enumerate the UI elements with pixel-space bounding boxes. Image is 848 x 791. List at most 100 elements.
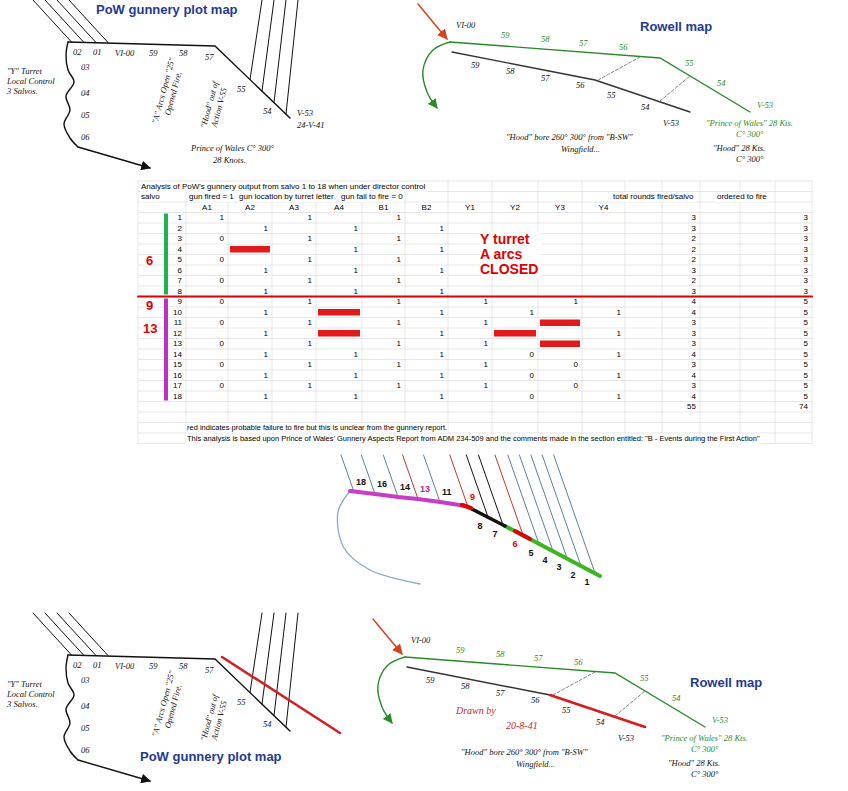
cell-value: 1 — [264, 287, 268, 297]
cell-value: 1 — [354, 266, 358, 276]
grid-line — [138, 254, 812, 255]
grid-line — [812, 181, 813, 444]
salvo-mark: 3 — [555, 562, 562, 572]
track-time: 01 — [92, 660, 103, 670]
cell-value: 1 — [264, 224, 268, 234]
track-time: 58 — [178, 48, 189, 58]
salvo-number: 6 — [178, 266, 182, 276]
map-note: "A" Arcs Open "25" Opened Fire. — [149, 668, 187, 743]
ship-note: "Hood" 28 Kts. — [712, 143, 766, 153]
salvo-mark: 11 — [441, 487, 453, 497]
salvo-mark: 16 — [376, 479, 388, 489]
bearing-arrow — [373, 619, 402, 654]
bearing-line — [274, 0, 286, 103]
cell-value: 1 — [308, 276, 312, 286]
grid-line — [362, 181, 363, 444]
track-time: 59 — [455, 645, 466, 655]
row-total: 2 — [692, 234, 696, 244]
cell-value: 0 — [220, 339, 224, 349]
track-time: 59 — [425, 675, 436, 685]
grid-line — [138, 296, 812, 297]
cell-value: 1 — [264, 392, 268, 402]
cell-value: 0 — [220, 360, 224, 370]
column-header: B2 — [422, 203, 432, 213]
ship-note: C° 300° — [735, 154, 764, 164]
cell-value: 1 — [440, 350, 444, 360]
map-title: Rowell map — [690, 676, 762, 691]
track-time: 59 — [500, 30, 511, 40]
column-header: A3 — [289, 203, 299, 213]
ordered-count: 5 — [804, 381, 808, 391]
row-total: 3 — [692, 381, 696, 391]
cell-value: 1 — [617, 350, 621, 360]
salvo-mark: 2 — [569, 570, 576, 580]
column-header: A2 — [245, 203, 255, 213]
bearing-line — [403, 455, 418, 499]
cell-value: 1 — [354, 245, 358, 255]
salvo-mark: 4 — [541, 555, 548, 565]
range-line — [553, 672, 595, 695]
bearing-line — [424, 455, 440, 502]
cell-value: 1 — [440, 245, 444, 255]
bearing-line — [286, 0, 298, 114]
signature: Drawn by — [455, 705, 497, 717]
bearing-arrow — [418, 4, 447, 39]
salvo-count: 9 — [146, 299, 153, 312]
cell-value: 1 — [484, 318, 488, 328]
cell-value: 1 — [617, 308, 621, 318]
cell-value: 0 — [220, 276, 224, 286]
ship-track — [515, 531, 530, 539]
track-time: 55 — [561, 705, 572, 715]
track-time: VI-00 — [114, 661, 135, 671]
ordered-count: 3 — [804, 213, 808, 223]
track-time: V-53 — [617, 733, 635, 743]
track-time: 02 — [72, 660, 83, 670]
ordered-count: 5 — [804, 360, 808, 370]
bearing-line — [45, 0, 84, 43]
column-header: B1 — [379, 203, 389, 213]
row-total: 3 — [692, 360, 696, 370]
ship-note: 28 Knots. — [212, 155, 247, 165]
bearing-line — [33, 0, 72, 43]
track-time: 04 — [80, 88, 91, 98]
grid-line — [582, 181, 583, 444]
row-total: 2 — [692, 276, 696, 286]
ship-track — [405, 657, 705, 727]
failure-mark — [230, 246, 270, 253]
track-time: 55 — [236, 84, 247, 94]
cell-value: 1 — [264, 329, 268, 339]
cell-value: 1 — [617, 329, 621, 339]
salvo-mark: 6 — [511, 539, 518, 549]
column-header: Y3 — [555, 203, 565, 213]
grand-total: 74 — [799, 402, 808, 412]
track-time: 56 — [573, 657, 584, 667]
ship-note: C° 300° — [690, 744, 719, 754]
ordered-count: 3 — [804, 234, 808, 244]
track-time: 56 — [618, 42, 629, 52]
track-time: 54 — [595, 717, 606, 727]
track-time: V-53 — [711, 715, 729, 725]
row-total: 3 — [692, 224, 696, 234]
failure-mark — [540, 320, 580, 327]
salvo-number: 11 — [174, 318, 182, 328]
salvo-number: 10 — [173, 308, 182, 318]
salvo-number: 5 — [178, 255, 182, 265]
track-time: 02 — [72, 47, 83, 57]
cell-value: 1 — [397, 276, 401, 286]
grid-line — [492, 181, 493, 444]
cell-value: 1 — [308, 381, 312, 391]
track-time: 57 — [533, 653, 544, 663]
failure-mark — [318, 330, 360, 337]
track-time: 57 — [204, 52, 215, 62]
ordered-count: 3 — [804, 255, 808, 265]
cell-value: 1 — [484, 339, 488, 349]
grid-line — [138, 265, 812, 266]
grid-line — [138, 286, 812, 287]
track-time: 55 — [639, 673, 650, 683]
cell-value: 1 — [397, 339, 401, 349]
cell-value: 1 — [264, 266, 268, 276]
map-note: "Hood" bore 260° 300° from "B-SW" — [460, 747, 588, 757]
cell-value: 0 — [574, 381, 578, 391]
grid-line — [700, 181, 701, 444]
